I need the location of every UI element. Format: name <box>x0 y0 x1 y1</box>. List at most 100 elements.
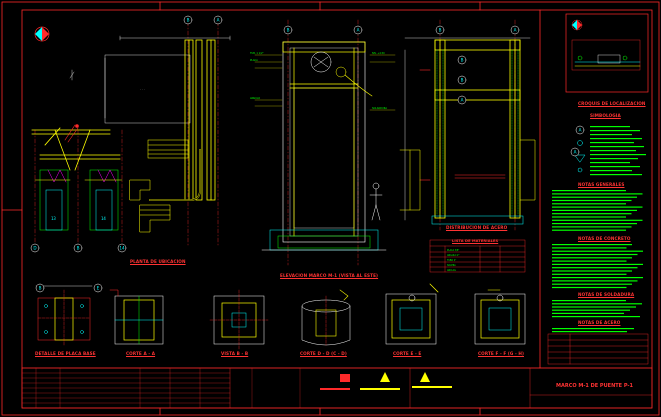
grid-bubble <box>510 25 520 35</box>
elevacion-title: ELEVACION MARCO M-1 (VISTA AL ESTE) <box>280 273 379 278</box>
grid-bubble-label: B <box>287 28 290 33</box>
note-line <box>552 247 627 249</box>
corte-e-title: CORTE E - E <box>393 351 422 356</box>
svg-text:PLACA 3/8": PLACA 3/8" <box>447 249 459 252</box>
elevacion-marco-view: TUB. 1 1/2" PLACA ANGULO NIV. +4.50 SOLD… <box>250 19 396 266</box>
grid-bubble-label: B <box>187 18 190 23</box>
note-line <box>552 280 638 282</box>
note-line <box>590 154 646 156</box>
grid-bubble-label: B <box>461 78 464 83</box>
note-line <box>552 206 643 208</box>
notas-acero-title: NOTAS DE ACERO <box>578 320 621 325</box>
revision-box <box>547 333 649 365</box>
lista-materiales-title: LISTA DE MATERIALES <box>452 239 499 243</box>
lista-materiales-table <box>429 239 526 273</box>
grid-bubble-label: 14 <box>119 246 125 251</box>
north-arrow-small-icon <box>571 19 583 31</box>
grid-bubble <box>570 147 580 157</box>
grid-bubble-label: A <box>514 28 517 33</box>
simbologia-title: SIMBOLOGIA <box>590 113 621 118</box>
note-line <box>552 196 637 198</box>
title-block <box>21 367 653 409</box>
note-line <box>552 209 637 211</box>
note-line <box>552 213 632 215</box>
grid-bubble <box>457 75 467 85</box>
svg-text:PLACA: PLACA <box>250 59 258 62</box>
note-line <box>552 203 626 205</box>
note-line <box>552 267 638 269</box>
north-arrow-icon <box>34 26 50 42</box>
grid-bubble <box>183 15 193 25</box>
note-line <box>552 316 640 318</box>
grid-bubble-label: B <box>77 246 80 251</box>
note-line <box>552 306 636 308</box>
note-line <box>552 303 642 305</box>
note-line <box>552 312 624 314</box>
grid-bubble <box>30 243 40 253</box>
person-scale-icon <box>369 182 383 221</box>
note-line <box>590 142 634 144</box>
note-line <box>552 226 632 228</box>
note-line <box>552 273 627 275</box>
svg-text:TUB. 1 1/2": TUB. 1 1/2" <box>250 52 264 55</box>
grid-bubble <box>457 95 467 105</box>
note-line <box>590 146 644 148</box>
svg-text:14: 14 <box>101 216 106 221</box>
note-line <box>590 150 636 152</box>
note-line <box>552 270 632 272</box>
note-line <box>552 260 627 262</box>
grid-bubble-label: A <box>574 150 577 155</box>
note-line <box>590 126 630 128</box>
logo-center-icon <box>380 372 390 382</box>
note-line <box>552 253 638 256</box>
note-line <box>552 309 630 311</box>
svg-text:· · ·: · · · <box>140 87 145 91</box>
notas-concreto-title: NOTAS DE CONCRETO <box>578 236 631 241</box>
note-line <box>590 138 642 140</box>
note-line <box>552 229 626 231</box>
grid-bubble-label: B <box>39 286 42 291</box>
corte-f-title: CORTE F - F (G - H) <box>478 351 524 356</box>
detalle-placa-title: DETALLE DE PLACA BASE <box>35 351 96 356</box>
grid-bubble <box>575 125 585 135</box>
note-line <box>552 328 634 330</box>
planta-title: PLANTA DE UBICACION <box>130 259 186 264</box>
note-line <box>552 190 626 192</box>
note-line <box>552 199 632 202</box>
svg-text:13: 13 <box>51 216 56 221</box>
notas-generales-title: NOTAS GENERALES <box>578 182 625 187</box>
note-line <box>552 286 627 289</box>
grid-bubble <box>213 15 223 25</box>
note-line <box>590 166 640 168</box>
svg-text:ANGULO: ANGULO <box>250 97 260 100</box>
notes-text-block <box>552 126 646 333</box>
grid-bubble <box>117 243 127 253</box>
notas-soldadura-title: NOTAS DE SOLDADURA <box>578 292 635 297</box>
grid-bubble <box>457 55 467 65</box>
note-line <box>590 174 642 176</box>
corte-e-e <box>385 283 439 345</box>
svg-text:SOLERA: SOLERA <box>447 264 456 267</box>
note-line <box>552 331 627 333</box>
grid-bubble-label: D <box>33 246 36 251</box>
svg-text:ANGULO 2": ANGULO 2" <box>447 254 459 257</box>
note-line <box>552 244 632 246</box>
grid-bubble <box>35 283 45 293</box>
detalle-placa-base <box>35 285 93 346</box>
corte-a-title: CORTE A - A <box>126 351 156 356</box>
note-line <box>552 223 637 225</box>
corte-d-d <box>301 289 351 346</box>
note-line <box>590 170 632 172</box>
note-line <box>552 216 626 218</box>
svg-text:SOLDADURA: SOLDADURA <box>372 107 387 110</box>
grid-bubble-label: B <box>439 28 442 33</box>
corte-f-f <box>474 289 526 345</box>
distribucion-acero-view <box>399 19 536 231</box>
note-line <box>552 277 643 279</box>
logo-left-icon <box>340 374 350 382</box>
note-line <box>552 257 632 259</box>
drawing-title: MARCO M-1 DE PUENTE P-1 <box>556 383 633 389</box>
grid-bubble-label: A <box>461 98 464 103</box>
